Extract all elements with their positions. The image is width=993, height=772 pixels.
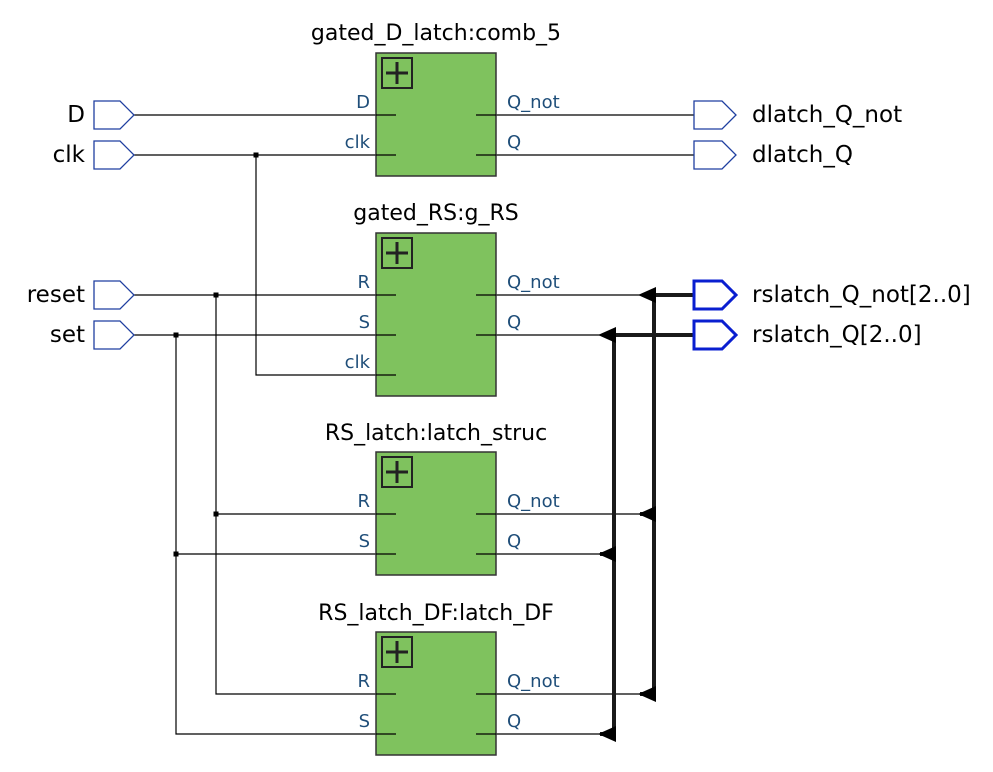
bus-q [600,333,694,736]
junction-dot [173,332,179,338]
pin-label: Q [507,531,521,552]
input-port-icon[interactable] [93,100,135,130]
pin-label: Q_not [507,92,560,113]
junction-dot [253,152,259,158]
pin-label: R [357,671,370,692]
plus-box-icon[interactable] [380,455,414,489]
bus-q-not [640,293,694,696]
pin-label: R [357,272,370,293]
bus-arrow-icon [638,686,656,702]
block-gated-rs[interactable]: gated_RS:g_RS R S clk Q_not Q [345,201,560,397]
plus-box-icon[interactable] [380,635,414,669]
block-title: gated_RS:g_RS [353,201,518,226]
bus-taps [598,287,656,742]
output-port-label: rslatch_Q_not[2..0] [752,282,971,308]
plus-box-icon[interactable] [380,236,414,270]
block-rs-latch[interactable]: RS_latch:latch_struc R S Q_not Q [325,421,560,576]
bus-arrow-icon [598,546,616,562]
output-port-icon[interactable] [693,100,737,130]
input-port-label: clk [53,142,86,168]
output-port-label: dlatch_Q_not [752,102,902,128]
pin-label: S [359,711,370,732]
pin-label: clk [345,352,371,373]
block-title: RS_latch:latch_struc [325,421,547,446]
bus-arrow-icon [638,506,656,522]
block-gated-d-latch[interactable]: gated_D_latch:comb_5 D clk Q_not Q [311,21,561,177]
input-port-label: D [67,102,85,128]
pin-label: S [359,531,370,552]
input-port-icon[interactable] [93,140,135,170]
output-port-label: rslatch_Q[2..0] [752,322,922,348]
pin-label: D [356,92,370,113]
plus-box-icon[interactable] [380,56,414,90]
wire-clk-branch [255,155,396,376]
output-port-label: dlatch_Q [752,142,853,168]
input-port-icon[interactable] [93,320,135,350]
block-title: RS_latch_DF:latch_DF [318,601,554,626]
junction-dot [213,292,219,298]
block-rs-latch-df[interactable]: RS_latch_DF:latch_DF R S Q_not Q [318,601,560,756]
pin-label: S [359,312,370,333]
bus-arrow-icon [598,327,616,343]
bus-arrow-icon [598,726,616,742]
pin-label: Q_not [507,671,560,692]
wire-reset-trunk [215,295,396,695]
pin-label: Q_not [507,272,560,293]
output-port-icon[interactable] [693,140,737,170]
pin-label: Q [507,312,521,333]
output-port-icon[interactable] [692,279,739,311]
pin-label: clk [345,132,371,153]
pin-label: Q [507,132,521,153]
input-port-label: reset [27,282,85,308]
pin-label: Q [507,711,521,732]
input-port-icon[interactable] [93,280,135,310]
bus-arrow-icon [638,287,656,303]
input-port-label: set [50,322,85,348]
junction-dot [173,551,179,557]
pin-label: R [357,491,370,512]
junction-dot [213,511,219,517]
pin-label: Q_not [507,491,560,512]
wire-set-trunk [175,335,396,735]
junctions [173,152,259,557]
output-port-icon[interactable] [692,319,739,351]
block-title: gated_D_latch:comb_5 [311,21,561,46]
